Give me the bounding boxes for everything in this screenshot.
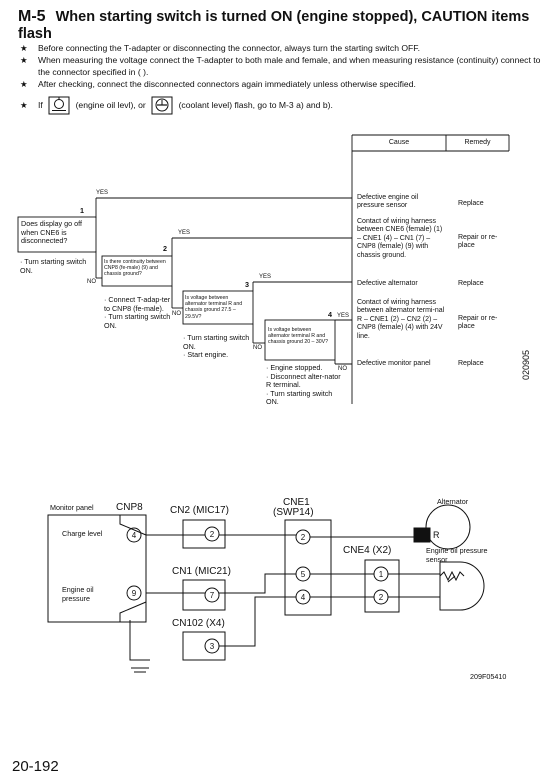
charge-level-label: Charge level	[62, 529, 103, 538]
oil-level-icon	[48, 96, 70, 115]
cn1-label: CN1 (MIC21)	[172, 566, 231, 577]
circuit-diagram: 4 9 2 7 3 2 5 4 1 2	[47, 504, 485, 673]
yes-label: YES	[259, 274, 272, 280]
engine-oil-pressure-label: Engine oil pressure	[62, 585, 94, 603]
figure-code: 209F05410	[470, 672, 507, 681]
star-icon: ★	[20, 79, 28, 89]
monitor-panel-label: Monitor panel	[50, 503, 94, 512]
yes-label: YES	[178, 230, 191, 236]
r-terminal-label: R	[433, 530, 440, 540]
no-label: NO	[253, 345, 262, 351]
no-label: NO	[87, 279, 96, 285]
note-text: (coolant level) flash, go to M-3 a) and …	[178, 100, 333, 110]
precondition-2: · Connect T-adap-ter to CNP8 (fe-male). …	[104, 295, 171, 330]
question-4: Is voltage between alternator terminal R…	[268, 327, 328, 346]
star-icon: ★	[20, 55, 28, 65]
cne4-label: CNE4 (X2)	[343, 545, 392, 556]
note-3: ★ After checking, connect the disconnecte…	[20, 78, 550, 90]
pin-label: 2	[301, 533, 306, 542]
note-text: Before connecting the T-adapter or disco…	[38, 43, 420, 53]
note-text: When measuring the voltage connect the T…	[38, 55, 541, 77]
question-1: Does display go off when CNE6 is disconn…	[21, 219, 82, 246]
cn102-label: CN102 (X4)	[172, 618, 225, 629]
pin-label: 4	[132, 531, 137, 540]
pin-label: 3	[210, 642, 215, 651]
cause-1: Defective engine oil pressure sensor	[357, 194, 419, 210]
note-4: ★ If (engine oil levl), or (coolant leve…	[20, 95, 550, 115]
pin-label: 4	[301, 593, 306, 602]
page-number: 20-192	[12, 758, 59, 775]
yes-label: YES	[337, 313, 350, 319]
note-1: ★ Before connecting the T-adapter or disc…	[20, 42, 550, 54]
cause-5: Defective monitor panel	[357, 360, 431, 367]
section-title: When starting switch is turned ON (engin…	[18, 9, 530, 42]
note-text: (engine oil levl), or	[75, 100, 146, 110]
monitor-panel-box	[47, 514, 147, 623]
step-number: 1	[80, 206, 84, 215]
precondition-3: · Turn starting switch ON. · Start engin…	[183, 333, 250, 360]
remedy-header: Remedy	[464, 139, 491, 146]
pin-label: 9	[132, 589, 137, 598]
remedy-1: Replace	[458, 200, 484, 207]
star-icon: ★	[20, 100, 28, 110]
cn2-label: CN2 (MIC17)	[170, 505, 229, 516]
remedy-5: Replace	[458, 360, 484, 367]
cause-2: Contact of wiring harness between CNE6 (…	[357, 218, 443, 259]
pin-circle	[126, 527, 142, 543]
step-number: 4	[328, 310, 332, 319]
pin-label: 7	[210, 591, 215, 600]
note-text: If	[38, 100, 43, 110]
note-text: After checking, connect the disconnected…	[38, 79, 416, 89]
note-2: ★ When measuring the voltage connect the …	[20, 54, 550, 78]
pin-label: 2	[210, 530, 215, 539]
remedy-2: Repair or re-place	[458, 234, 498, 250]
remedy-3: Replace	[458, 280, 484, 287]
alternator-label: Alternator	[437, 497, 469, 506]
coolant-level-icon	[151, 96, 173, 115]
page-title: M-5 When starting switch is turned ON (e…	[18, 8, 553, 43]
yes-label: YES	[96, 190, 109, 196]
cause-4: Contact of wiring harness between altern…	[357, 299, 445, 340]
step-number: 2	[163, 244, 167, 253]
sensor-label: Engine oil pressure sensor	[426, 546, 488, 564]
side-code: 020905	[521, 349, 531, 380]
pin-label: 2	[379, 593, 384, 602]
flowchart-lines	[17, 134, 510, 404]
cause-header: Cause	[388, 139, 410, 146]
question-3: Is voltage between alternator terminal R…	[185, 295, 243, 320]
remedy-4: Repair or re-place	[458, 315, 498, 331]
section-code: M-5	[18, 8, 46, 25]
no-label: NO	[172, 311, 181, 317]
pin-label: 5	[301, 570, 306, 579]
star-icon: ★	[20, 43, 28, 53]
cne1-label: CNE1	[283, 497, 310, 508]
precondition-1: · Turn starting switch ON.	[20, 257, 87, 275]
pin-label: 1	[379, 570, 384, 579]
notes-list: ★ Before connecting the T-adapter or disc…	[20, 42, 550, 115]
precondition-4: · Engine stopped. · Disconnect alter-nat…	[266, 363, 341, 407]
cne1-sub-label: (SWP14)	[273, 507, 314, 518]
no-label: NO	[338, 366, 347, 372]
step-number: 3	[245, 280, 249, 289]
cnp8-label: CNP8	[116, 502, 143, 513]
question-2: Is there continuity between CNP8 (fe-mal…	[104, 259, 166, 278]
pin-circle	[126, 585, 142, 601]
cause-3: Defective alternator	[357, 280, 418, 287]
